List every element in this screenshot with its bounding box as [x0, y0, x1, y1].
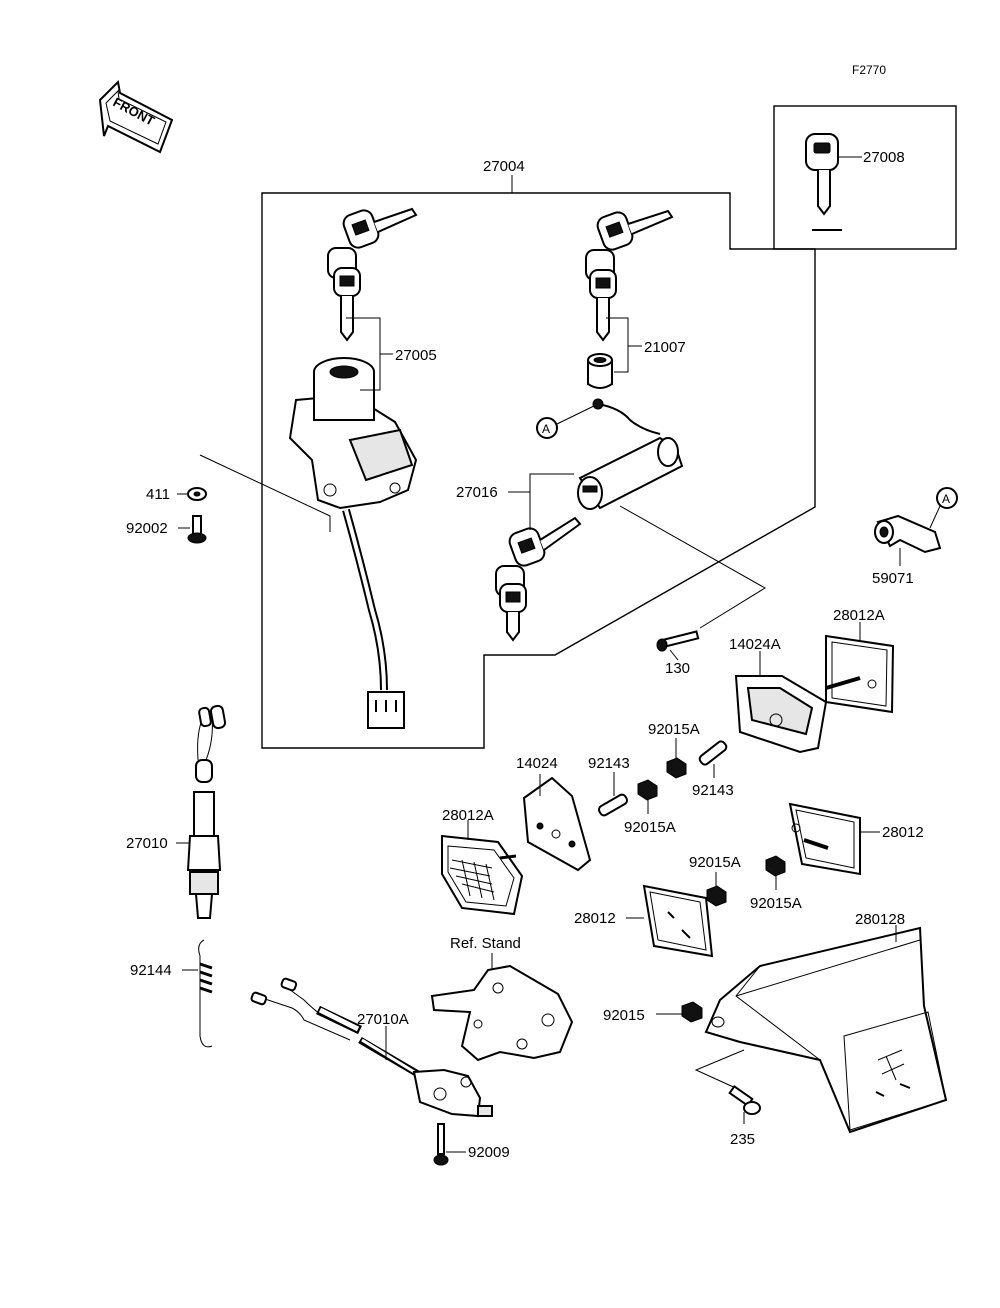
label-92144: 92144	[130, 962, 172, 979]
label-92015A-b: 92015A	[624, 819, 676, 836]
label-92015A-c: 92015A	[689, 854, 741, 871]
pin-92143-left-icon	[597, 793, 629, 817]
ref-stand-label: Ref. Stand	[450, 935, 521, 952]
inset-box	[773, 105, 957, 250]
marker-a-left-icon: A	[536, 417, 558, 439]
label-235: 235	[730, 1131, 755, 1148]
ignition-switch-27005-icon	[288, 357, 418, 729]
marker-a-right-label: A	[942, 492, 950, 506]
bracket-59071-icon	[874, 514, 942, 554]
label-92143-b: 92143	[692, 782, 734, 799]
nut-92015-icon	[681, 1001, 703, 1023]
nut-92015A-c-icon	[706, 885, 727, 907]
label-130: 130	[665, 660, 690, 677]
bolt-235-icon	[728, 1085, 761, 1115]
nut-411-icon	[187, 487, 207, 501]
label-27008: 27008	[863, 149, 905, 166]
label-59071: 59071	[872, 570, 914, 587]
label-27010A: 27010A	[357, 1011, 409, 1028]
key-pair-27016-icon	[495, 516, 582, 642]
key-27008-icon	[805, 133, 842, 231]
label-27004: 27004	[483, 158, 525, 175]
key-pair-21007-icon	[585, 209, 674, 342]
lock-cylinder-21007-icon	[587, 353, 613, 389]
reflector-28012A-left-icon	[441, 834, 524, 916]
front-direction-arrow-icon: FRONT	[98, 79, 174, 154]
marker-a-right-icon: A	[936, 487, 958, 509]
nut-92015A-a-icon	[666, 757, 687, 779]
label-28012A-left: 28012A	[442, 807, 494, 824]
reflector-28012A-top-icon	[825, 634, 895, 714]
label-411: 411	[146, 486, 170, 503]
bolt-92002-icon	[187, 515, 207, 544]
bolt-130-icon	[656, 630, 700, 652]
label-14024A: 14024A	[729, 636, 781, 653]
label-92015A-a: 92015A	[648, 721, 700, 738]
label-27010: 27010	[126, 835, 168, 852]
label-92015A-d: 92015A	[750, 895, 802, 912]
label-28012-mid: 28012	[574, 910, 616, 927]
figure-code: F2770	[852, 63, 886, 77]
holder-14024A-icon	[734, 675, 828, 754]
reflector-28012-right-icon	[788, 802, 861, 876]
label-14024: 14024	[516, 755, 558, 772]
label-92015: 92015	[603, 1007, 645, 1024]
spring-92144-icon	[198, 939, 213, 1048]
label-27005: 27005	[395, 347, 437, 364]
cover-280128-icon	[704, 926, 948, 1134]
bolt-92009-icon	[433, 1123, 449, 1166]
marker-a-left-label: A	[542, 422, 550, 436]
label-92002: 92002	[126, 520, 168, 537]
label-28012A-top: 28012A	[833, 607, 885, 624]
nut-92015A-b-icon	[637, 779, 658, 801]
holder-14024-icon	[522, 776, 592, 872]
switch-27010A-icon	[250, 977, 493, 1118]
label-92143-a: 92143	[588, 755, 630, 772]
key-pair-27005-icon	[327, 207, 418, 342]
label-280128: 280128	[855, 911, 905, 928]
label-27016: 27016	[456, 484, 498, 501]
pin-92143-right-icon	[698, 740, 728, 766]
kit-27004-outline	[261, 192, 816, 749]
label-92009: 92009	[468, 1144, 510, 1161]
reflector-28012-mid-icon	[642, 884, 714, 958]
switch-27010-icon	[186, 704, 227, 919]
nut-92015A-d-icon	[765, 855, 786, 877]
label-28012-right: 28012	[882, 824, 924, 841]
label-21007: 21007	[644, 339, 686, 356]
lock-27016-icon	[577, 398, 684, 510]
side-stand-bracket-icon	[430, 964, 574, 1062]
